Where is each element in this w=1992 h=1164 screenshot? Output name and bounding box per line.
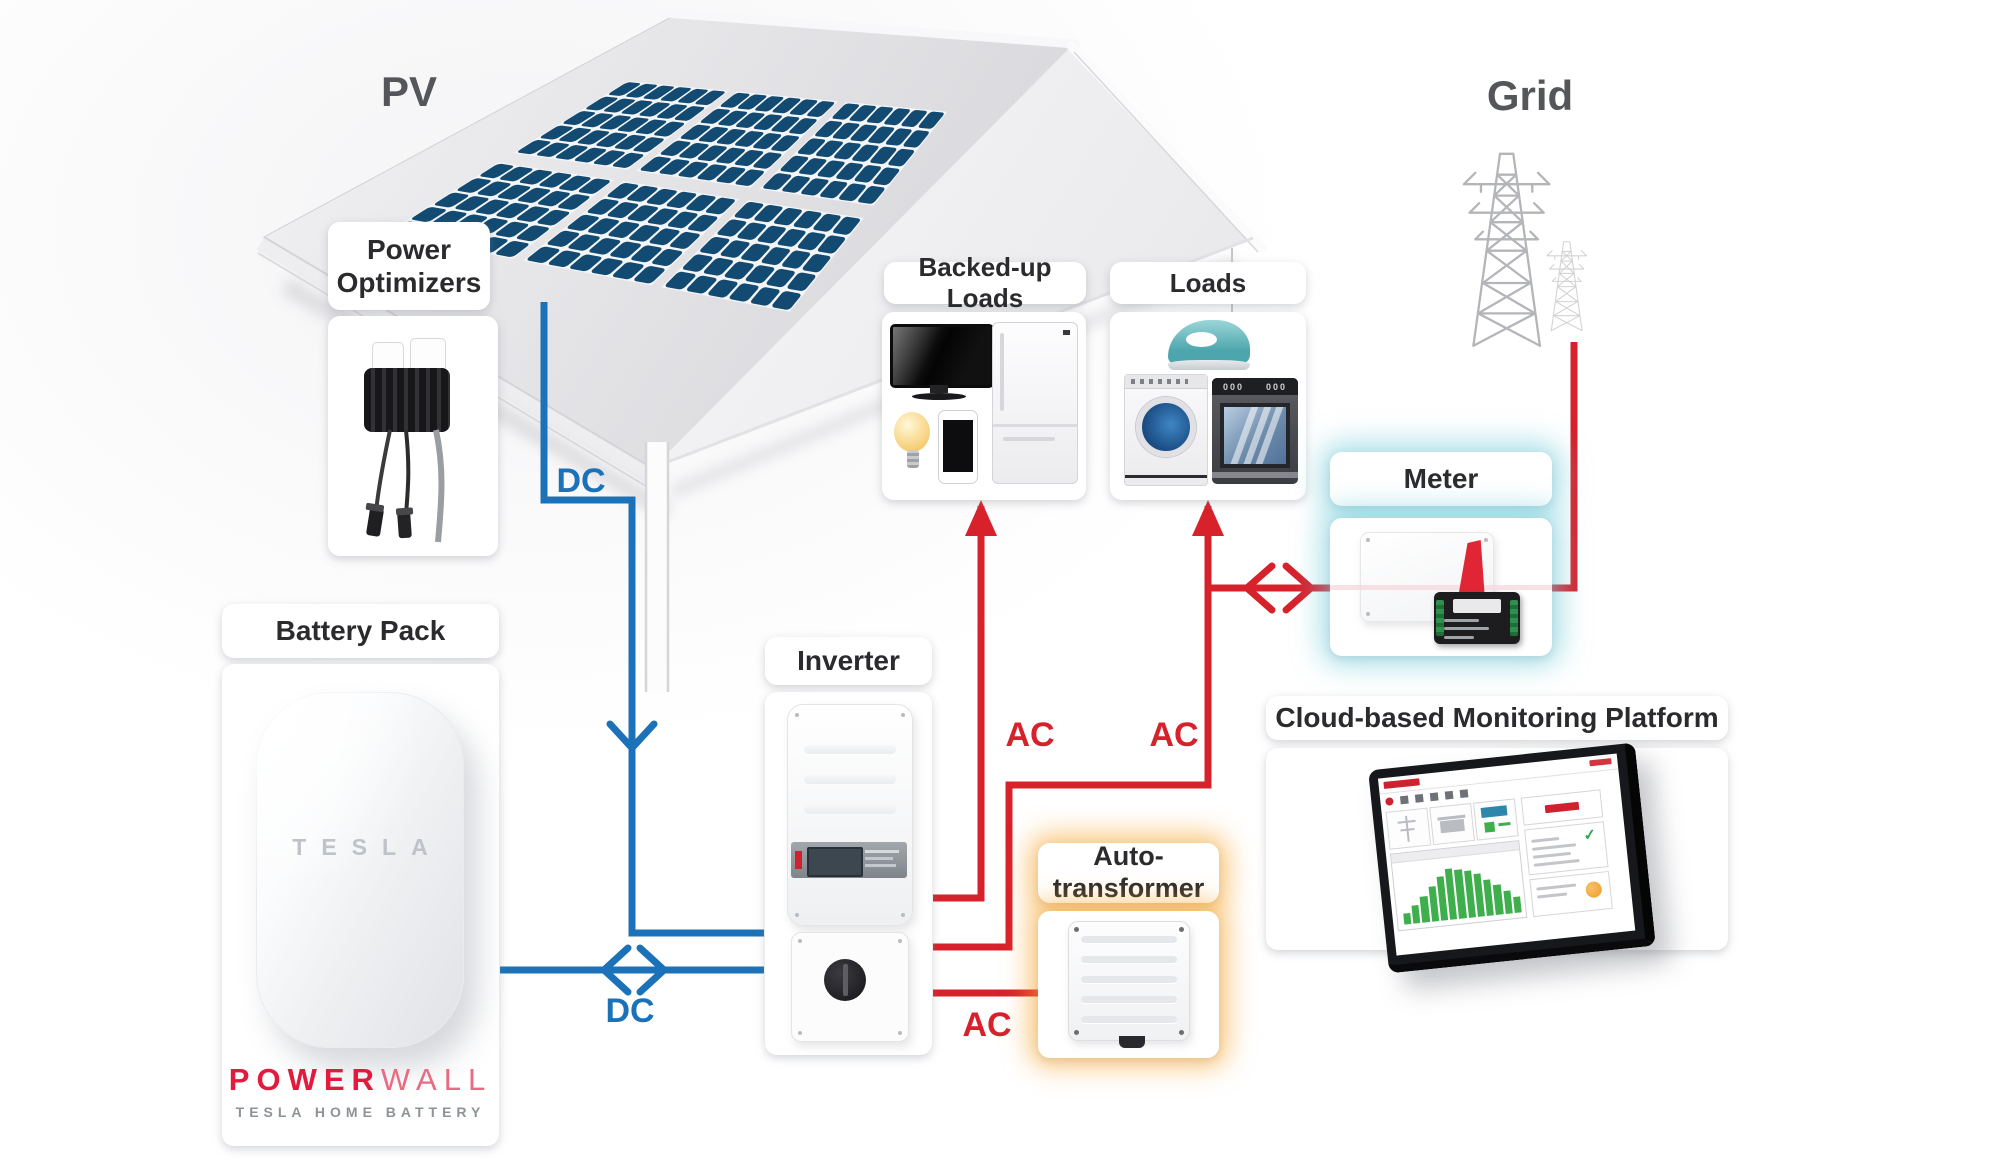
- ac-label-backed-up-loads: AC: [1005, 716, 1055, 754]
- optimizer-body: [364, 368, 450, 432]
- meter-label: Meter: [1330, 452, 1552, 506]
- ac-arrowhead-loads-icon: [1192, 500, 1224, 536]
- ac-wire-inverter-to-loads: [933, 506, 1212, 951]
- dashboard-tile-grid: [1385, 807, 1432, 850]
- meter-wire-pass-through: [1330, 585, 1552, 590]
- dashboard-tile-house: [1429, 802, 1475, 846]
- stove-knobs-left: 000: [1222, 381, 1245, 392]
- monitor-chart-bar: [1411, 904, 1421, 924]
- ac-label-auto-transformer: AC: [962, 1006, 1012, 1044]
- inverter-switch-knob: [824, 959, 866, 1001]
- light-bulb-base: [907, 450, 919, 468]
- fridge-icon: [992, 322, 1078, 484]
- monitor-chart-bar: [1512, 896, 1522, 914]
- power-optimizers-label-line1: Power: [366, 233, 452, 265]
- inverter-label: Inverter: [765, 637, 932, 685]
- loads-label-text: Loads: [1169, 267, 1247, 298]
- dc-arrow-left-icon: [600, 944, 632, 996]
- washing-machine-icon: [1124, 374, 1208, 486]
- auto-transformer-label: Auto- transformer: [1038, 841, 1219, 903]
- dc-arrow-down-icon: [606, 720, 658, 752]
- inverter-screen: [807, 847, 863, 877]
- dashboard-summary-panel: ✓: [1524, 821, 1609, 876]
- inverter-upper-body: [787, 704, 913, 926]
- pie-icon: [1584, 880, 1603, 899]
- backed-up-loads-label-text: Backed-up Loads: [918, 252, 1052, 313]
- tv-icon: [890, 324, 994, 388]
- dashboard-bar-chart: [1389, 840, 1528, 932]
- meter-image: [1330, 518, 1552, 656]
- stove-knobs-right: 000: [1265, 381, 1288, 392]
- dc-label-pv: DC: [556, 462, 606, 500]
- monitoring-platform-label-text: Cloud-based Monitoring Platform: [1275, 702, 1719, 734]
- optimizer-cables: [365, 429, 445, 543]
- powerwall-sheen: [256, 692, 464, 1048]
- monitor-screen: ✓: [1377, 753, 1636, 956]
- inverter-label-text: Inverter: [797, 645, 900, 677]
- ac-arrowhead-backed-up-loads-icon: [965, 500, 997, 536]
- pv-section-label: PV: [380, 68, 438, 115]
- auto-transformer-device: [1068, 921, 1190, 1048]
- auto-transformer-image: [1038, 911, 1219, 1058]
- powerwall-tagline: TESLA HOME BATTERY: [235, 1104, 486, 1120]
- inverter-display-band: [791, 842, 907, 878]
- power-optimizer-image: [328, 316, 498, 556]
- monitoring-platform-image: ✓: [1266, 742, 1728, 974]
- monitor-chart-bar: [1420, 895, 1430, 923]
- stove-icon: 000 000: [1212, 378, 1298, 484]
- meter-label-text: Meter: [1403, 463, 1479, 495]
- battery-pack-label: Battery Pack: [222, 604, 499, 658]
- tv-stand-base: [912, 393, 966, 400]
- house-post: [646, 442, 668, 692]
- meter-module: [1434, 592, 1520, 644]
- dc-wire-pv-to-inverter: [540, 302, 764, 937]
- loads-label: Loads: [1110, 262, 1306, 304]
- dc-arrow-right-icon: [636, 944, 668, 996]
- powerwall-device: TESLA: [256, 692, 464, 1048]
- dashboard-modules-panel: [1529, 870, 1613, 918]
- light-bulb-icon: [894, 412, 930, 452]
- grid-section-label: Grid: [1486, 72, 1574, 119]
- ac-wire-grid-to-meter: [1552, 342, 1578, 592]
- dashboard-logo-panel: [1520, 789, 1604, 826]
- iron-icon: [1168, 320, 1250, 370]
- power-optimizers-label: Power Optimizers: [328, 222, 490, 310]
- dc-wires: [500, 302, 764, 996]
- monitor-device: ✓: [1368, 742, 1656, 974]
- ac-arrow-right-icon: [1282, 562, 1315, 614]
- dc-label-battery: DC: [605, 992, 655, 1030]
- tv-stand-neck: [930, 385, 948, 393]
- solaredge-logo-mark: [795, 851, 802, 869]
- ac-wires: [933, 342, 1578, 997]
- ac-label-loads: AC: [1149, 716, 1199, 754]
- powerwall-text-light: WALL: [380, 1062, 493, 1097]
- solar-panel-array: [384, 81, 948, 312]
- monitoring-platform-label: Cloud-based Monitoring Platform: [1266, 696, 1728, 740]
- smartphone-icon: [938, 410, 978, 484]
- solaredge-logo: [1383, 778, 1420, 789]
- loads-image: 000 000: [1110, 312, 1306, 500]
- battery-pack-label-text: Battery Pack: [275, 615, 446, 647]
- dashboard-tile-pv: [1473, 798, 1519, 841]
- powerwall-product-name: POWERWALL: [222, 1062, 499, 1098]
- tesla-wordmark: TESLA: [292, 834, 443, 860]
- backed-up-loads-label: Backed-up Loads: [884, 252, 1086, 313]
- checkmark-icon: ✓: [1582, 826, 1597, 845]
- auto-transformer-label-line2: transformer: [1052, 873, 1205, 903]
- monitor-chart-bar: [1493, 884, 1504, 915]
- ac-arrow-left-icon: [1243, 562, 1276, 614]
- inverter-image: [765, 692, 932, 1055]
- optimizer-clip-icon: [410, 338, 446, 372]
- monitor-chart-bar: [1503, 890, 1513, 914]
- powerwall-image: TESLA POWERWALL TESLA HOME BATTERY: [222, 664, 499, 1146]
- power-optimizers-label-line2: Optimizers: [336, 267, 482, 298]
- auto-transformer-label-line1: Auto-: [1093, 841, 1164, 872]
- transmission-towers-icon: [1462, 152, 1588, 347]
- monitor-chart-bar: [1403, 912, 1412, 925]
- ac-wire-inverter-to-backed-up-loads: [933, 506, 985, 902]
- inverter-lower-body: [791, 932, 909, 1042]
- powerwall-text-bold: POWER: [228, 1062, 381, 1097]
- backed-up-loads-image: [882, 312, 1086, 500]
